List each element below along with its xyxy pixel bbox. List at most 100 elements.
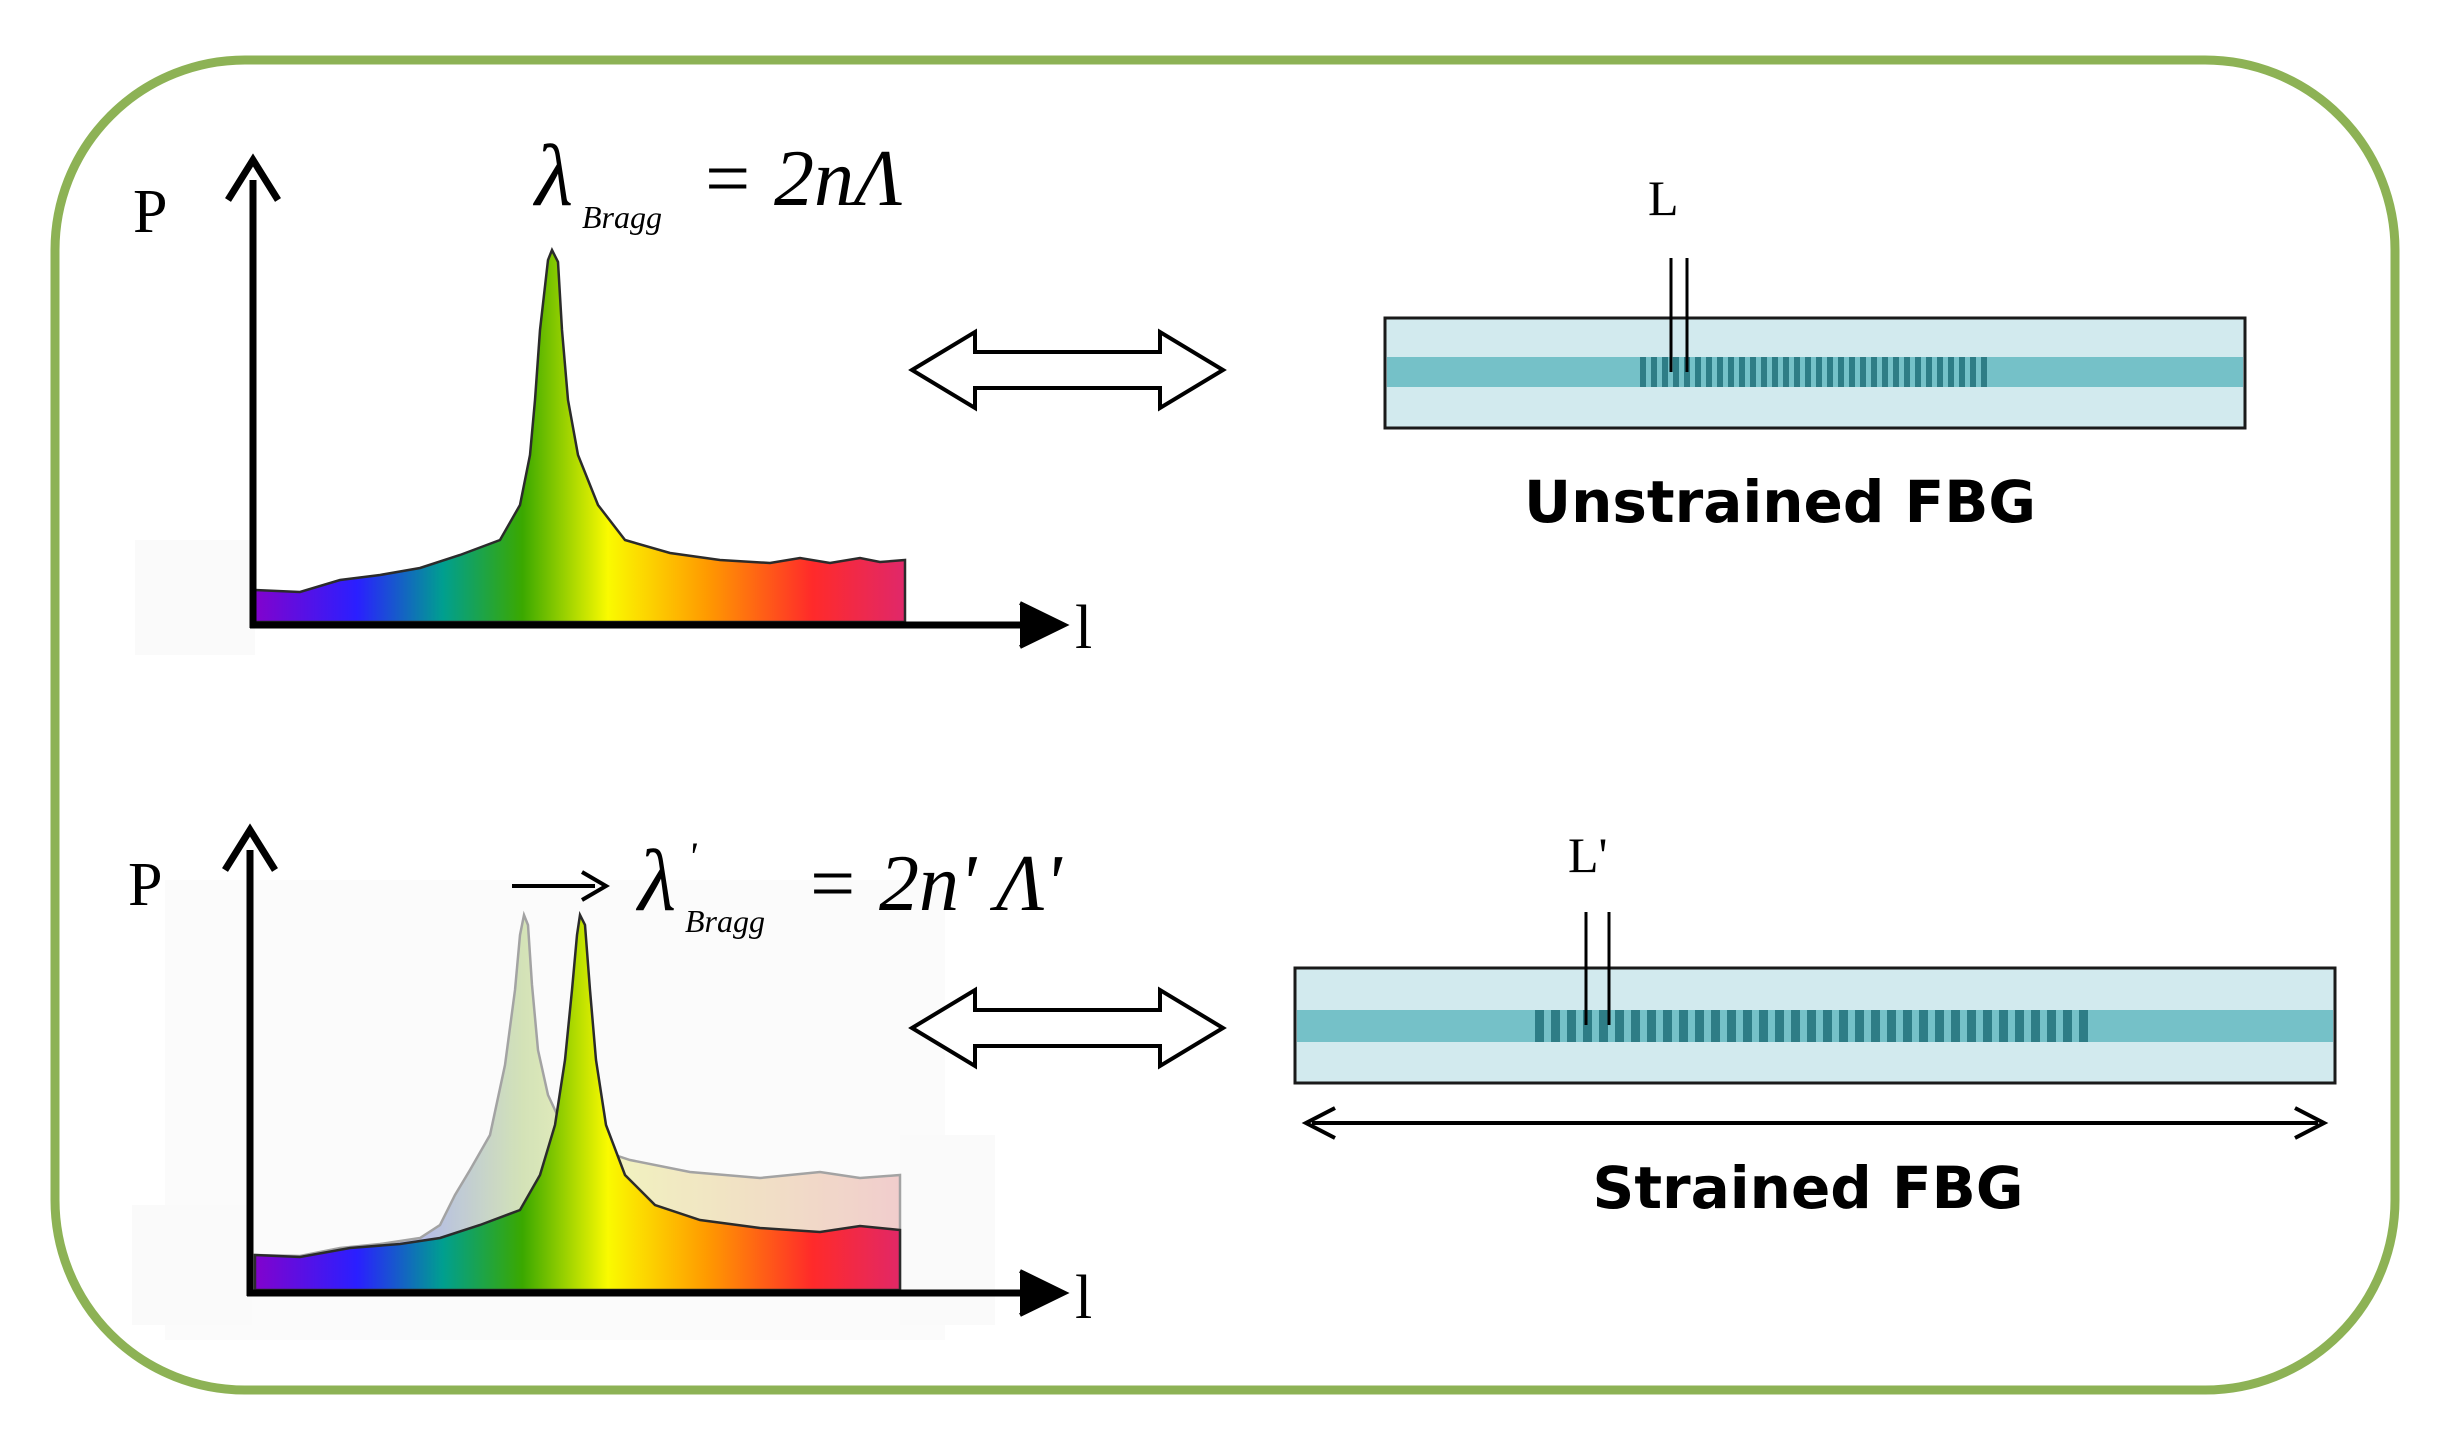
grating-stripe bbox=[1893, 357, 1899, 387]
strained-spectrum-chart: P l bbox=[128, 823, 1092, 1340]
grating-stripe bbox=[1919, 1010, 1928, 1042]
x-axis-arrowhead bbox=[1019, 601, 1070, 649]
grating-stripe bbox=[1728, 357, 1734, 387]
x-axis-label: l bbox=[1075, 594, 1092, 662]
grating-stripe bbox=[2031, 1010, 2040, 1042]
grating-stripe bbox=[1647, 1010, 1656, 1042]
grating-stripe bbox=[1551, 1010, 1560, 1042]
grating-stripe bbox=[1791, 1010, 1800, 1042]
fiber-core bbox=[1387, 357, 2243, 387]
grating-period-label: L' bbox=[1568, 827, 1608, 883]
grating-stripe bbox=[1816, 357, 1822, 387]
correspondence-arrow bbox=[908, 328, 1227, 412]
grating-stripe bbox=[1970, 357, 1976, 387]
equation-lambda: λ bbox=[635, 833, 676, 930]
wavelength-shift-arrowhead bbox=[580, 870, 610, 902]
unstrained-caption: Unstrained FBG bbox=[1524, 468, 2036, 536]
grating-stripe bbox=[1967, 1010, 1976, 1042]
x-axis-label: l bbox=[1075, 1264, 1092, 1332]
grating-stripe bbox=[1711, 1010, 1720, 1042]
grating-stripe bbox=[1615, 1010, 1624, 1042]
strained-bragg-equation: λ ' Bragg = 2n' Λ' bbox=[635, 833, 1063, 939]
grating-stripe bbox=[1981, 357, 1987, 387]
grating-stripe bbox=[1717, 357, 1723, 387]
grating-stripe bbox=[1662, 357, 1668, 387]
grating-stripe bbox=[1695, 357, 1701, 387]
grating-stripe bbox=[1673, 357, 1679, 387]
unstrained-fiber: L Unstrained FBG bbox=[1383, 170, 2247, 536]
y-axis-label: P bbox=[133, 178, 167, 246]
grating-stripe bbox=[1983, 1010, 1992, 1042]
y-axis-arrowhead bbox=[222, 823, 278, 872]
equation-rhs: = 2n' Λ' bbox=[805, 840, 1063, 928]
grating-stripe bbox=[1583, 1010, 1592, 1042]
grating-stripe bbox=[1839, 1010, 1848, 1042]
grating-stripe bbox=[1761, 357, 1767, 387]
grating-stripe bbox=[2079, 1010, 2088, 1042]
grating-stripe bbox=[1827, 357, 1833, 387]
grating-stripe bbox=[1999, 1010, 2008, 1042]
grating-stripe bbox=[1783, 357, 1789, 387]
grating-period-label: L bbox=[1648, 170, 1679, 226]
grating-stripe bbox=[1805, 357, 1811, 387]
shifted-spectrum bbox=[253, 910, 902, 1292]
elongation-arrowhead-right bbox=[2294, 1106, 2329, 1140]
strained-caption: Strained FBG bbox=[1593, 1154, 2024, 1222]
grating-stripe bbox=[1849, 357, 1855, 387]
grating-stripe bbox=[1915, 357, 1921, 387]
grating-stripe bbox=[1838, 357, 1844, 387]
grating-stripe bbox=[1887, 1010, 1896, 1042]
grating-stripe bbox=[1871, 357, 1877, 387]
grating-stripe bbox=[1882, 357, 1888, 387]
grating-stripe bbox=[1743, 1010, 1752, 1042]
y-axis-label: P bbox=[128, 851, 162, 919]
grating-stripe bbox=[1739, 357, 1745, 387]
unstrained-spectrum-chart: P l bbox=[133, 153, 1092, 662]
grating-stripe bbox=[1727, 1010, 1736, 1042]
original-spectrum bbox=[253, 910, 902, 1292]
grating-stripe bbox=[1706, 357, 1712, 387]
grating-stripe bbox=[2063, 1010, 2072, 1042]
grating-stripe bbox=[1567, 1010, 1576, 1042]
grating-stripe bbox=[1663, 1010, 1672, 1042]
grating-stripe bbox=[2047, 1010, 2056, 1042]
equation-subscript: Bragg bbox=[582, 199, 662, 235]
equation-subscript: Bragg bbox=[685, 903, 765, 939]
grating-stripe bbox=[1823, 1010, 1832, 1042]
correspondence-arrow bbox=[908, 986, 1227, 1070]
grating-stripe bbox=[1794, 357, 1800, 387]
y-axis-arrowhead bbox=[225, 153, 281, 202]
grating-stripe bbox=[1775, 1010, 1784, 1042]
chart-backdrop bbox=[132, 1205, 252, 1325]
grating-stripe bbox=[1695, 1010, 1704, 1042]
grating-stripe bbox=[1904, 357, 1910, 387]
grating-stripe bbox=[1948, 357, 1954, 387]
grating-stripe bbox=[1651, 357, 1657, 387]
grating-stripe bbox=[1871, 1010, 1880, 1042]
grating-stripe bbox=[2015, 1010, 2024, 1042]
grating-stripe bbox=[1631, 1010, 1640, 1042]
x-axis-arrowhead bbox=[1019, 1269, 1070, 1317]
equation-lambda: λ bbox=[532, 128, 573, 225]
grating-stripe bbox=[1772, 357, 1778, 387]
chart-backdrop bbox=[135, 540, 255, 655]
grating-stripe bbox=[1807, 1010, 1816, 1042]
grating-stripe bbox=[1959, 357, 1965, 387]
equation-rhs: = 2nΛ bbox=[700, 135, 902, 223]
grating-stripe bbox=[1951, 1010, 1960, 1042]
grating-stripe bbox=[1935, 1010, 1944, 1042]
grating-stripe bbox=[1903, 1010, 1912, 1042]
strained-fiber: L' Strained FBG bbox=[1293, 827, 2337, 1222]
equation-prime: ' bbox=[688, 834, 698, 879]
elongation-arrowhead-left bbox=[1301, 1106, 1336, 1140]
bragg-equation: λ Bragg = 2nΛ bbox=[532, 128, 902, 235]
grating-stripe bbox=[1640, 357, 1646, 387]
bragg-grating bbox=[1535, 1010, 2088, 1042]
grating-stripe bbox=[1679, 1010, 1688, 1042]
grating-stripe bbox=[1599, 1010, 1608, 1042]
grating-stripe bbox=[1750, 357, 1756, 387]
grating-stripe bbox=[1759, 1010, 1768, 1042]
grating-stripe bbox=[1926, 357, 1932, 387]
grating-stripe bbox=[1855, 1010, 1864, 1042]
grating-stripe bbox=[1535, 1010, 1544, 1042]
